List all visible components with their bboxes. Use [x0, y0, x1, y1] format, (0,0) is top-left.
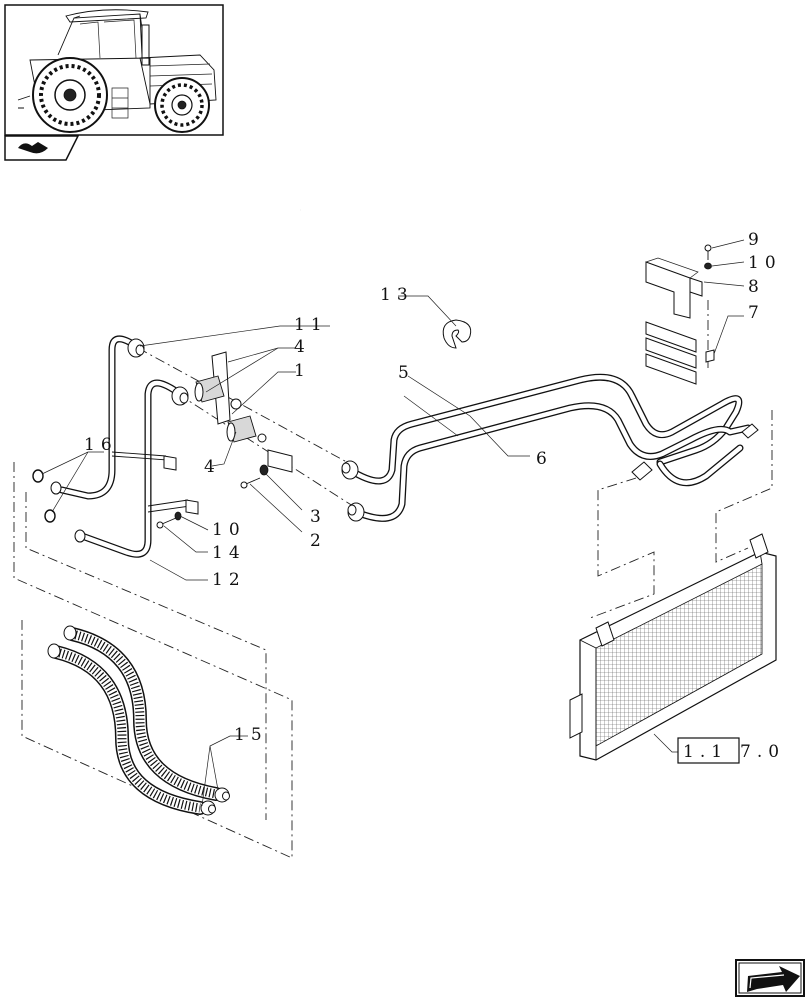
screw-9: [704, 244, 712, 260]
callout-16: 16: [84, 435, 118, 455]
bracket-plate: [211, 351, 293, 473]
cover-8: [645, 257, 703, 319]
washer-10-upper: [704, 262, 712, 270]
callout-13: 13: [380, 285, 414, 305]
section-link-icon[interactable]: [4, 135, 80, 161]
callout-5: 5: [398, 363, 415, 383]
pipe-fitting-6-end: [347, 502, 365, 522]
pipe-fitting-lower-left: [74, 529, 86, 543]
next-page-arrow-icon[interactable]: [735, 959, 805, 997]
oil-cooler-radiator: [569, 533, 777, 761]
callout-10-upper: 10: [748, 253, 782, 273]
callout-9: 9: [748, 230, 765, 250]
hose-15-a: [63, 625, 230, 803]
pipe-fitting-upper-left: [50, 481, 62, 495]
callout-12: 12: [212, 570, 246, 590]
callout-4-lower: 4: [204, 457, 221, 477]
hose-15-b: [47, 643, 216, 816]
o-ring-16: [32, 469, 56, 523]
callout-8: 8: [748, 277, 765, 297]
tractor-thumbnail-icon: [4, 4, 224, 136]
callout-1: 1: [294, 361, 311, 381]
pipe-fitting-11: [127, 338, 145, 358]
pipe-line-upper: [58, 335, 140, 500]
callout-6: 6: [536, 449, 553, 469]
pipe-fitting-right-b: [631, 461, 653, 481]
callout-7: 7: [748, 303, 765, 323]
callout-3: 3: [310, 507, 327, 527]
fitting-axis-lines: [137, 300, 709, 509]
clip-13: [442, 319, 472, 349]
pipe-fitting-lower: [171, 386, 189, 406]
reference-rest: 7.0: [740, 742, 785, 762]
bolt-2: [240, 477, 261, 489]
pipe-line-lower: [78, 379, 184, 558]
callout-14: 14: [212, 543, 246, 563]
callout-11: 11: [294, 315, 328, 335]
washer-14: [174, 511, 182, 521]
callout-10-lower: 10: [212, 520, 246, 540]
pipe-fitting-right-a: [741, 423, 759, 439]
pipe-line-5: [346, 373, 743, 485]
bolt-10-lower: [156, 517, 177, 529]
leader-lines: [41, 239, 745, 807]
callout-2: 2: [310, 531, 327, 551]
spacer-7: [645, 321, 715, 385]
adapter-fitting-4-upper: [194, 375, 242, 410]
pipe-crossover: [656, 444, 744, 487]
assembly-outline-left: [13, 462, 293, 859]
pipe-line-6: [352, 402, 752, 522]
washer-3: [259, 464, 269, 476]
support-bracket: [111, 451, 199, 515]
pipe-fitting-5-end: [341, 460, 359, 480]
callout-15: 15: [234, 725, 268, 745]
callout-4-upper: 4: [294, 337, 311, 357]
connector-outline-right: [589, 410, 773, 619]
reference-boxed: 1.1: [683, 742, 728, 762]
reference-link[interactable]: 1.1 7.0: [677, 737, 785, 764]
adapter-fitting-4-lower: [226, 415, 267, 443]
